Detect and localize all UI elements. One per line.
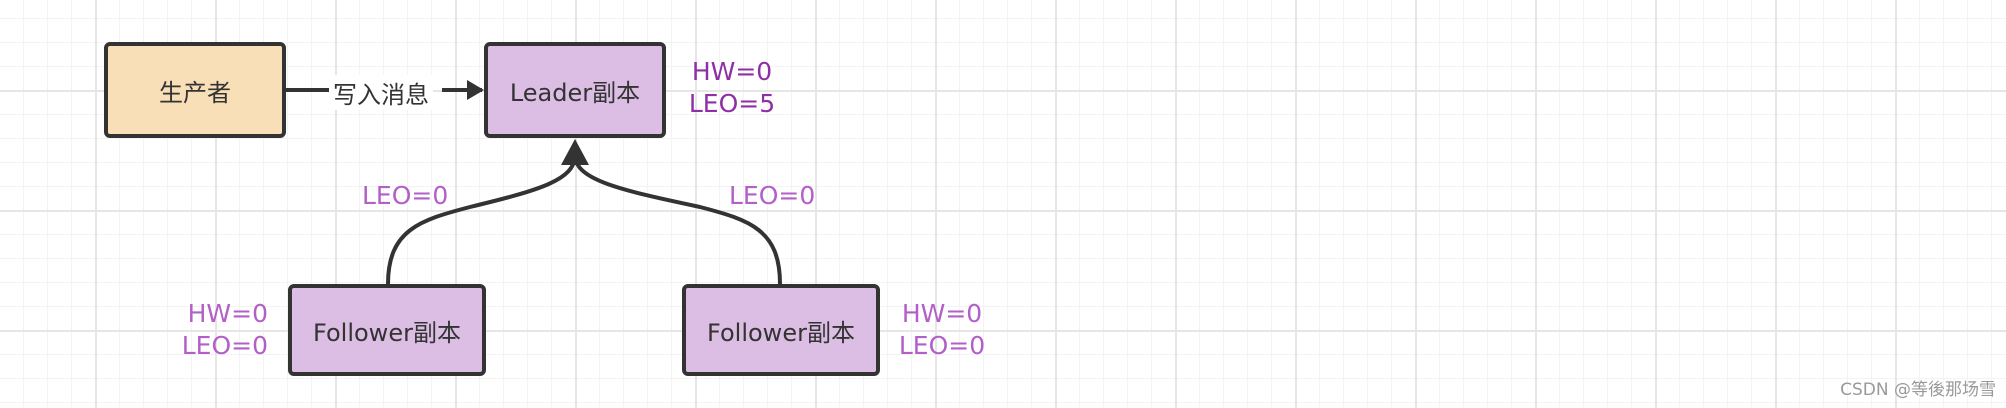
sync-arrow-right — [573, 154, 782, 285]
follower-right-node[interactable]: Follower副本 — [682, 284, 880, 376]
leader-annotation: HW=0 LEO=5 — [686, 56, 778, 120]
leader-label: Leader副本 — [509, 78, 641, 107]
write-edge-label: 写入消息 — [329, 75, 433, 110]
follower-left-node[interactable]: Follower副本 — [288, 284, 486, 376]
producer-label: 生产者 — [159, 78, 231, 107]
sync-arrow-left — [386, 154, 577, 285]
follower-left-edge-label: LEO=0 — [362, 181, 449, 210]
follower-right-hw: HW=0 — [901, 299, 983, 328]
leader-node[interactable]: Leader副本 — [484, 42, 666, 138]
follower-left-hw: HW=0 — [187, 299, 268, 328]
follower-right-label: Follower副本 — [707, 318, 855, 347]
csdn-watermark: CSDN @等後那场雪 — [1840, 380, 1996, 400]
follower-left-annotation: HW=0 LEO=0 — [166, 298, 268, 362]
follower-right-annotation: HW=0 LEO=0 — [894, 298, 990, 362]
leader-hw: HW=0 — [691, 57, 773, 86]
leader-arrowhead — [561, 139, 589, 165]
follower-right-leo: LEO=0 — [898, 331, 986, 360]
follower-left-label: Follower副本 — [313, 318, 461, 347]
follower-right-edge-label: LEO=0 — [729, 181, 816, 210]
producer-node[interactable]: 生产者 — [104, 42, 286, 138]
write-arrow-tip — [467, 80, 484, 100]
leader-leo: LEO=5 — [688, 89, 776, 118]
follower-left-leo: LEO=0 — [181, 331, 268, 360]
